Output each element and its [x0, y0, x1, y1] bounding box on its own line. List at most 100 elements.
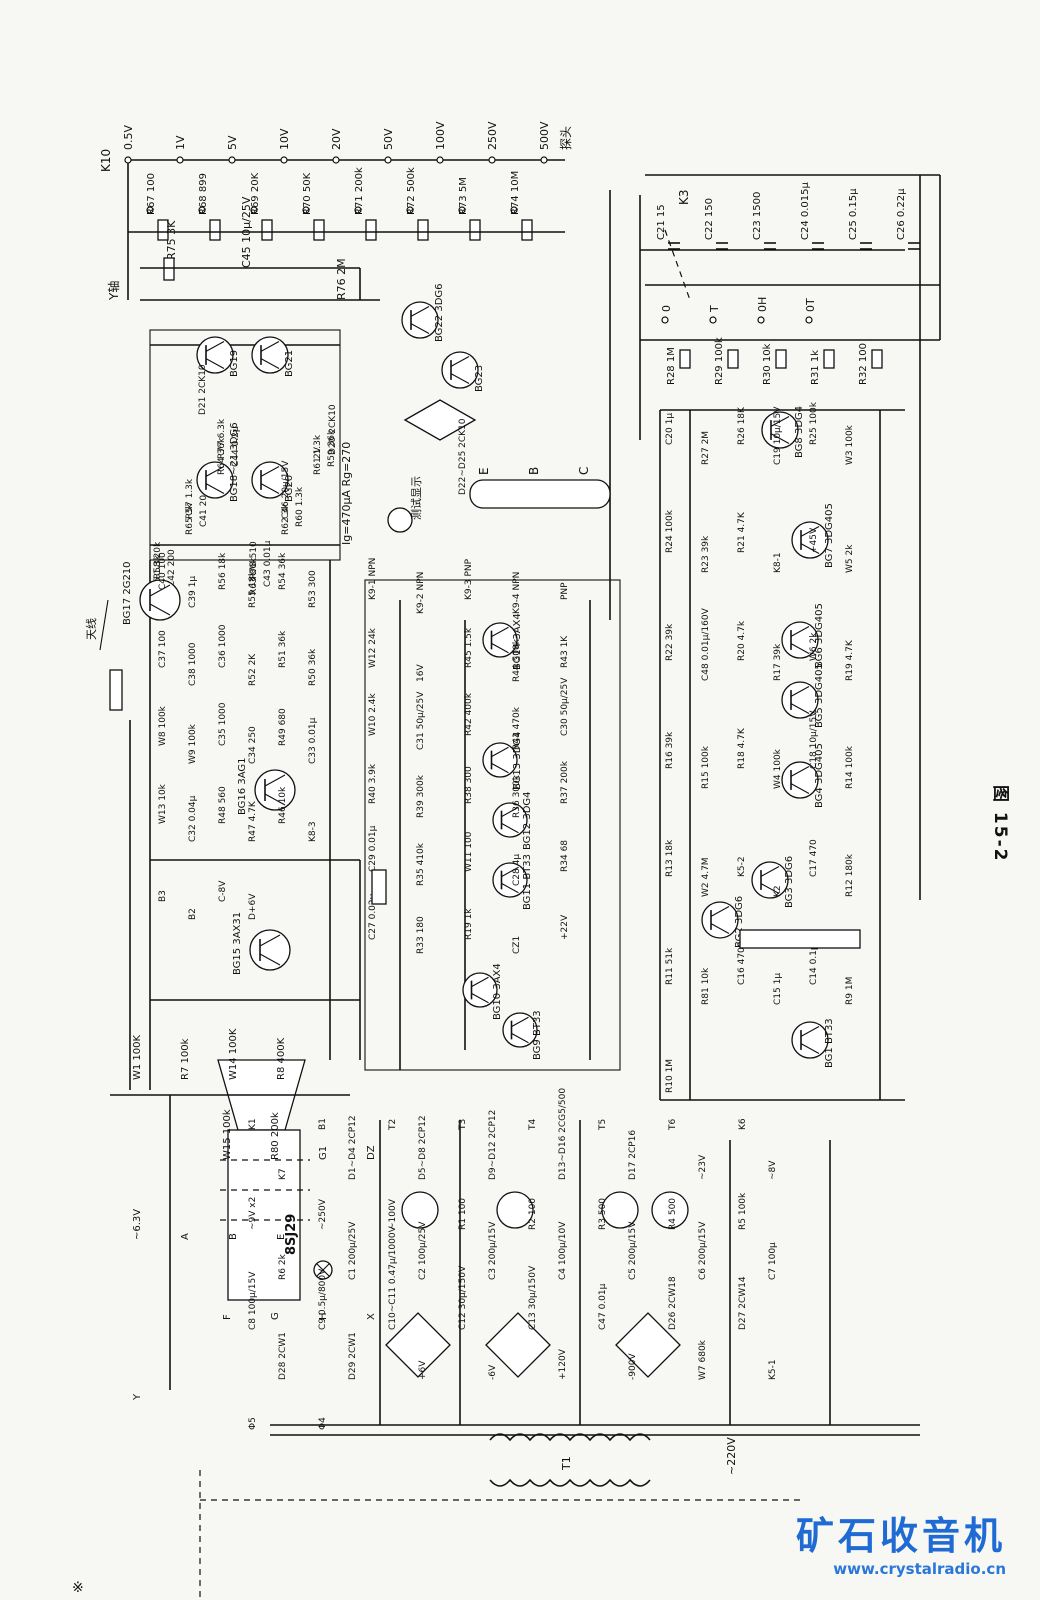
power-supply-label: +6V	[418, 1360, 428, 1380]
zener-diode-symbol	[496, 1191, 534, 1229]
range-resistor-label: R73 5M	[458, 177, 469, 215]
transistor-symbol	[791, 1021, 829, 1059]
crt-label: G1	[318, 1146, 329, 1160]
sweep-label: W2 4.7M	[701, 857, 711, 897]
sweep-label: R22 39k	[665, 623, 675, 661]
sweep-label: C19 10μ/15V	[773, 406, 783, 465]
range-position-label: 100V	[434, 121, 447, 150]
multivibrator-label: R61 1.3k	[313, 434, 323, 475]
sweep-label: +45V	[809, 527, 819, 553]
oscillator-label: R53 300	[308, 570, 318, 608]
transistor-label: BG21	[284, 350, 295, 377]
oscillator-label: C33 0.01μ	[308, 717, 318, 764]
switch-contact	[302, 206, 310, 214]
time-resistor-label: R30 10k	[762, 343, 773, 385]
tester-label: CZ1	[512, 936, 522, 954]
power-supply-label: D26 2CW18	[668, 1276, 678, 1330]
power-supply-label: K7	[278, 1168, 288, 1180]
switch-contact	[250, 206, 258, 214]
resistor-symbol	[727, 349, 739, 369]
range-resistor-label: R68 899	[198, 173, 209, 215]
resistor-symbol	[521, 219, 533, 241]
sweep-label: R16 39k	[665, 731, 675, 769]
power-supply-label: B1	[318, 1118, 328, 1130]
transistor-label: BG13 3DG4	[512, 731, 523, 790]
time-cap-label: C21 15	[656, 204, 667, 240]
sweep-label: R19 4.7K	[845, 639, 855, 681]
power-supply-label: C13 30μ/150V	[528, 1265, 538, 1330]
sweep-label: K2	[773, 885, 783, 897]
power-supply-label: R4 500	[668, 1198, 678, 1230]
transistor-label: BG23	[474, 365, 485, 392]
tester-label: R39 300k	[416, 774, 426, 818]
range-position-label: 250V	[486, 121, 499, 150]
transistor-label: BG20	[284, 475, 295, 502]
transistor-symbol	[196, 461, 234, 499]
time-position-label: T	[708, 305, 721, 313]
switch-contact	[146, 206, 154, 214]
multivibrator-label: R58 20k	[153, 541, 163, 579]
power-supply-label: T2	[388, 1119, 398, 1131]
switch-contact	[280, 156, 288, 164]
switch-contact	[332, 156, 340, 164]
watermark-title: 矿石收音机	[795, 1514, 1006, 1558]
power-supply-label: Φ4	[318, 1417, 328, 1430]
tester-label: 16V	[416, 664, 426, 682]
sweep-label: R25 100k	[809, 401, 819, 445]
multivibrator-label: C44 0.2μ	[231, 426, 241, 467]
oscillator-label: C-8V	[218, 880, 228, 902]
multivibrator-label: R62 3k	[281, 503, 291, 535]
time-cap-label: C25 0.15μ	[848, 188, 859, 240]
tester-label: PNP	[560, 582, 570, 600]
transistor-symbol	[251, 336, 289, 374]
power-supply-label: +120V	[558, 1348, 568, 1380]
switch-contact	[458, 206, 466, 214]
transformer-label: T1	[560, 1456, 573, 1471]
sweep-label: R24 100k	[665, 509, 675, 553]
crt-label: R8 400K	[276, 1037, 287, 1080]
watermark-url: www.crystalradio.cn	[833, 1560, 1006, 1578]
multivibrator-label: R65 3k	[185, 503, 195, 535]
tester-label: C29 0.01μ	[368, 825, 378, 872]
power-supply-label: C6 200μ/15V	[698, 1221, 708, 1280]
range-position-label: 50V	[382, 128, 395, 150]
resistor-symbol	[209, 219, 221, 241]
resistor-symbol	[679, 349, 691, 369]
r76-label: R76 2M	[335, 258, 348, 300]
time-resistor-label: R29 100k	[714, 337, 725, 385]
sweep-label: R11 51k	[665, 947, 675, 985]
transistor-label: BG11 BT33	[522, 854, 533, 910]
sweep-label: R26 18K	[737, 406, 747, 445]
range-position-label: 0.5V	[122, 125, 135, 150]
transistor-label: BG3 3DG6	[784, 856, 795, 908]
tester-label: R34 68	[560, 840, 570, 872]
sweep-label: R18 4.7K	[737, 727, 747, 769]
transistor-symbol	[249, 929, 291, 971]
multivibrator-label: R77 6.3k	[217, 418, 227, 459]
resistor-symbol	[313, 219, 325, 241]
power-supply-label: C12 30μ/150V	[458, 1265, 468, 1330]
tester-label: W11 100	[464, 831, 474, 872]
crt-label: A	[180, 1233, 191, 1240]
power-supply-label: C2 100μ/25V	[418, 1221, 428, 1280]
diode-label: D22~D25 2CK10	[458, 418, 468, 495]
oscillator-label: C34 250	[248, 726, 258, 764]
sweep-label: C17 470	[809, 839, 819, 877]
tester-label: W12 24k	[368, 627, 378, 668]
power-supply-label: T3	[458, 1119, 468, 1131]
oscillator-label: C32 0.04μ	[188, 795, 198, 842]
oscillator-label: K8-3	[308, 821, 318, 842]
resistor-symbol	[823, 349, 835, 369]
switch-contact	[488, 156, 496, 164]
tester-label: R42 400k	[464, 692, 474, 736]
sweep-label: R81 10k	[701, 967, 711, 1005]
oscillator-label: C35 1000	[218, 702, 228, 746]
power-supply-label: W7 680k	[698, 1339, 708, 1380]
multivibrator-label: R78 510	[249, 541, 259, 579]
transistor-symbol	[441, 351, 479, 389]
power-supply-label: R3 500	[598, 1198, 608, 1230]
